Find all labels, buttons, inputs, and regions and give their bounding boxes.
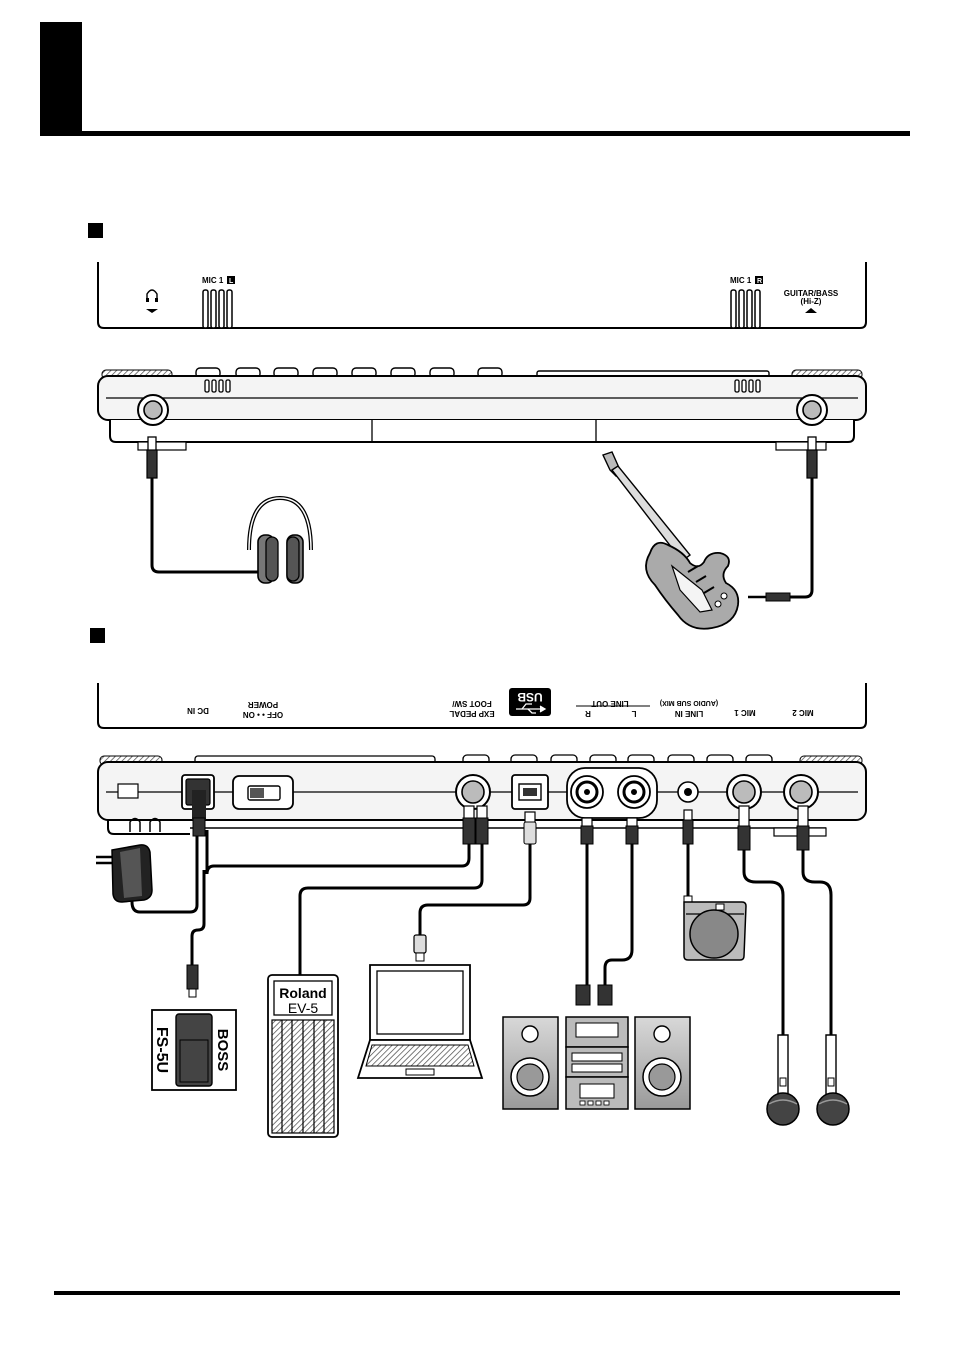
line-out-label: LINE OUT xyxy=(591,699,628,708)
mic1-r-badge: R xyxy=(757,278,762,285)
line-out-r-label: R xyxy=(585,709,591,718)
ac-adapter xyxy=(96,845,152,902)
stereo-system xyxy=(503,985,690,1109)
mic1-r-label: MIC 1 xyxy=(730,276,752,285)
fs5u-footswitch: FS-5U BOSS xyxy=(152,965,236,1090)
exp-pedal-label: EXP PEDAL xyxy=(449,709,494,718)
line-out-l-label: L xyxy=(631,709,636,718)
mic1-l-badge: L xyxy=(229,278,234,285)
mic1-label: MIC 1 xyxy=(734,708,756,717)
front-view-device xyxy=(98,368,866,450)
ev5-expression-pedal: Roland EV-5 xyxy=(268,975,338,1137)
foot-sw-label: FOOT SW/ xyxy=(451,699,491,708)
microphone-1 xyxy=(767,1035,799,1125)
power-label: POWER xyxy=(248,700,278,709)
headphones xyxy=(147,437,311,583)
fs5u-model-label: FS-5U xyxy=(153,1027,170,1073)
mic2-label: MIC 2 xyxy=(792,708,814,717)
hi-z-label: (Hi-Z) xyxy=(801,297,822,306)
ev5-model-label: EV-5 xyxy=(288,1000,319,1016)
audio-sub-mix-label: (AUDIO SUB MIX) xyxy=(660,699,718,706)
line-in-label: LINE IN xyxy=(675,709,704,718)
laptop-computer xyxy=(358,935,482,1078)
usb-label: USB xyxy=(517,690,543,704)
roland-brand-label: Roland xyxy=(279,985,326,1001)
top-panel: MIC 1 L MIC 1 R GUITAR/BASS (Hi-Z) xyxy=(98,262,866,328)
mic1-l-label: MIC 1 xyxy=(202,276,224,285)
microphone-2 xyxy=(817,1035,849,1125)
boss-brand-label: BOSS xyxy=(214,1029,231,1072)
rear-panel: DC IN POWER OFF • • ON FOOT SW/ EXP PEDA… xyxy=(98,683,866,728)
dc-in-label: DC IN xyxy=(187,706,209,715)
portable-audio-player xyxy=(684,896,746,960)
power-off-on-label: OFF • • ON xyxy=(243,710,283,719)
electric-guitar xyxy=(603,437,817,629)
